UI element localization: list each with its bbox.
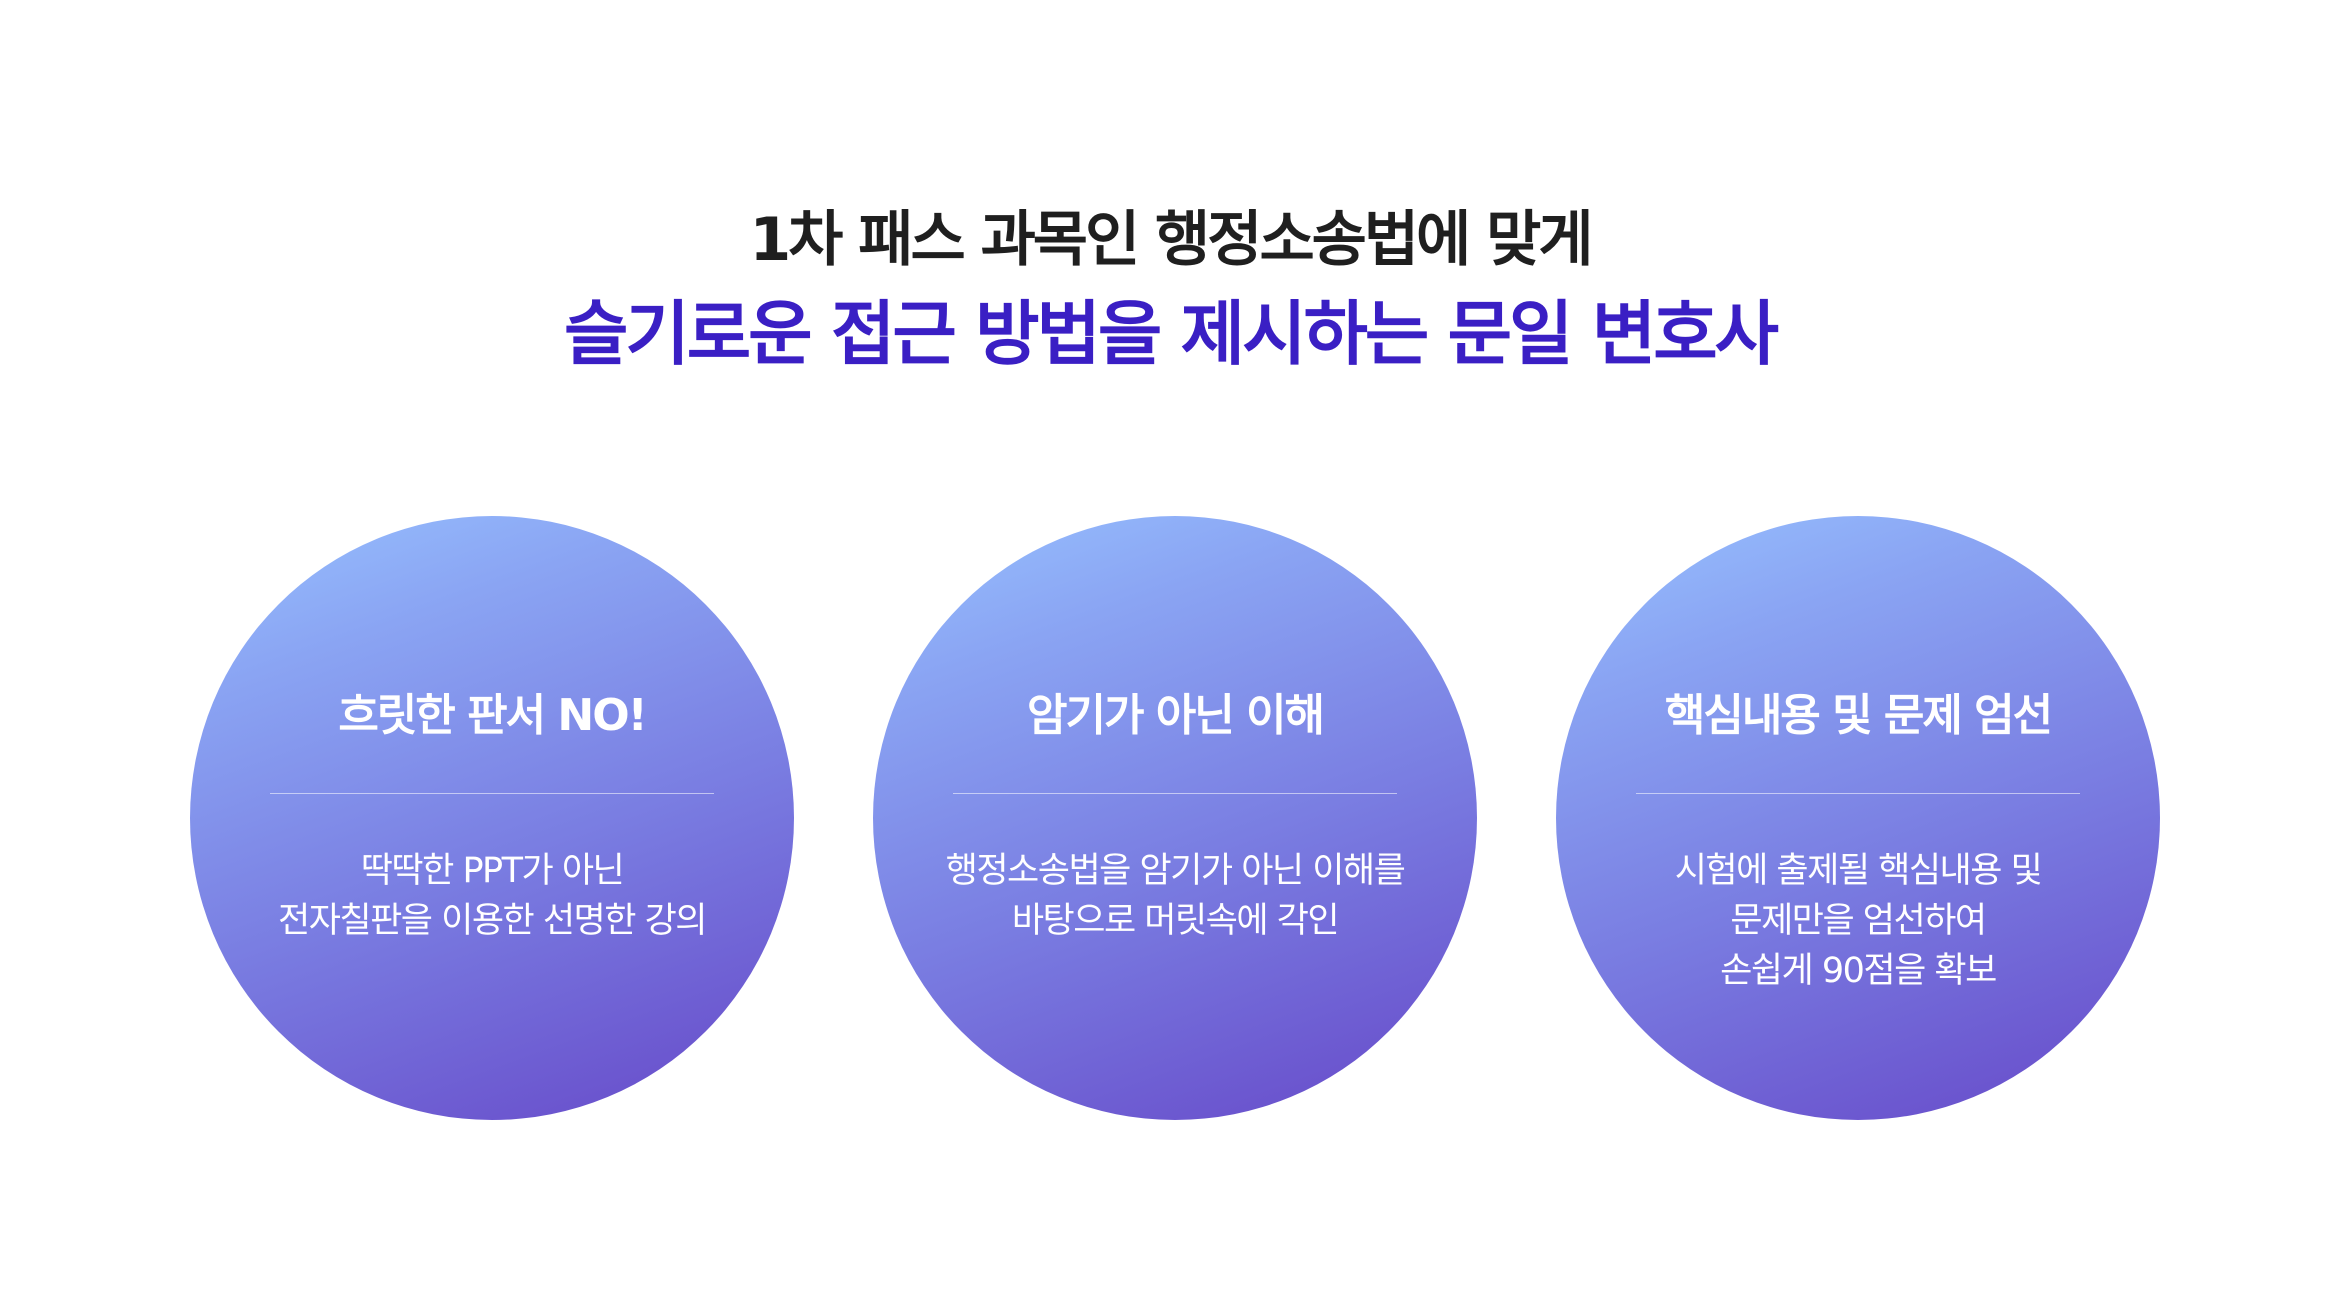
feature-title: 흐릿한 판서 NO! xyxy=(338,690,647,741)
feature-description-line: 손쉽게 90점을 확보 xyxy=(1720,951,1997,991)
feature-description: 시험에 출제될 핵심내용 및 문제만을 엄선하여 손쉽게 90점을 확보 xyxy=(1576,846,2140,996)
feature-card-understanding: 암기가 아닌 이해 행정소송법을 암기가 아닌 이해를 바탕으로 머릿속에 각인 xyxy=(873,516,1477,1120)
feature-description: 행정소송법을 암기가 아닌 이해를 바탕으로 머릿속에 각인 xyxy=(893,846,1457,946)
feature-divider xyxy=(270,793,714,794)
feature-title: 핵심내용 및 문제 엄선 xyxy=(1664,690,2053,741)
feature-description: 딱딱한 PPT가 아닌 전자칠판을 이용한 선명한 강의 xyxy=(210,846,774,946)
feature-divider xyxy=(953,793,1397,794)
feature-divider xyxy=(1636,793,2080,794)
feature-title: 암기가 아닌 이해 xyxy=(1027,690,1325,741)
feature-description-line: 바탕으로 머릿속에 각인 xyxy=(1011,901,1340,941)
feature-card-clear-board: 흐릿한 판서 NO! 딱딱한 PPT가 아닌 전자칠판을 이용한 선명한 강의 xyxy=(190,516,794,1120)
heading-subtitle: 1차 패스 과목인 행정소송법에 맞게 xyxy=(749,205,1593,275)
feature-description-line: 행정소송법을 암기가 아닌 이해를 xyxy=(945,851,1406,891)
feature-description-line: 딱딱한 PPT가 아닌 xyxy=(360,851,625,891)
feature-description-line: 문제만을 엄선하여 xyxy=(1730,901,1987,941)
heading-title: 슬기로운 접근 방법을 제시하는 문일 변호사 xyxy=(563,293,1779,375)
feature-description-line: 시험에 출제될 핵심내용 및 xyxy=(1674,851,2043,891)
feature-description-line: 전자칠판을 이용한 선명한 강의 xyxy=(278,901,707,941)
feature-card-key-content: 핵심내용 및 문제 엄선 시험에 출제될 핵심내용 및 문제만을 엄선하여 손쉽… xyxy=(1556,516,2160,1120)
